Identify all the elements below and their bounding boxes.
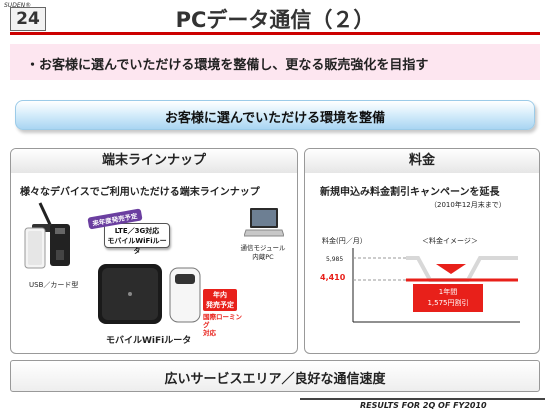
chart-y-label: 料金(円／月） [322, 237, 367, 245]
lte-callout-line1: LTE／3G対応 [114, 227, 160, 235]
pricing-subtitle: 新規申込み料金割引キャンペーンを延長 [320, 187, 500, 198]
pricing-title: 料金 [408, 153, 435, 168]
mobile-router-label: モバイルWiFiルータ [106, 336, 192, 346]
logo-text: SUDEN® [4, 2, 32, 9]
discount-line1: 1年間 [438, 288, 458, 296]
standard-price-line [406, 256, 518, 282]
notebook-pc-icon [244, 208, 284, 237]
within-year-tag: 年内 発売予定 [203, 289, 237, 311]
objective-text: ・お客様に選んでいただける環境を整備し、更なる販売強化を目指す [26, 54, 428, 73]
within-year-line1: 年内 [213, 291, 227, 299]
device-lineup-title: 端末ラインナップ [101, 153, 206, 168]
bullet: ・ [26, 58, 40, 73]
device-lineup-subtitle: 様々なデバイスでご利用いただける端末ラインナップ [20, 187, 260, 198]
usb-modem-icon [24, 202, 70, 269]
device-lineup-header: 端末ラインナップ [11, 149, 297, 173]
roaming-line1: 国際ローミング [203, 313, 242, 329]
tick-low: 4,410 [320, 273, 346, 282]
page-title: PCデータ通信（２） [175, 8, 375, 32]
notebook-label-line1: 通信モジュール [240, 244, 286, 252]
title-rule [10, 32, 540, 35]
usb-card-label: USB／カード型 [29, 281, 79, 289]
notebook-label: 通信モジュール 内蔵PC [238, 244, 288, 262]
coverage-text: 広いサービスエリア／良好な通信速度 [164, 372, 386, 387]
lte-callout-line2: モバイルWiFiルータ [107, 237, 167, 255]
discount-arrow [436, 264, 466, 274]
pricing-note: （2010年12月末まで） [430, 201, 506, 209]
objective-banner [10, 44, 540, 80]
discount-callout: 1年間 1,575円割引 [413, 284, 483, 312]
objective-label: お客様に選んでいただける環境を整備し、更なる販売強化を目指す [39, 58, 429, 73]
footer-rule [300, 398, 545, 400]
footer-text: RESULTS FOR 2Q OF FY2010 [360, 401, 487, 410]
tick-high: 5,985 [326, 256, 344, 263]
wifi-router-white-icon [169, 267, 201, 323]
chart-image-label: ＜料金イメージ＞ [422, 237, 478, 245]
price-chart [352, 248, 520, 323]
pricing-panel [304, 148, 540, 354]
lte-router-callout: LTE／3G対応 モバイルWiFiルータ [104, 223, 170, 255]
discount-line2: 1,575円割引 [427, 299, 469, 307]
roaming-line2: 対応 [203, 329, 216, 337]
notebook-label-line2: 内蔵PC [252, 253, 274, 261]
section-heading-pill [15, 100, 535, 130]
roaming-note: 国際ローミング 対応 [203, 313, 247, 337]
page-number: 24 [10, 7, 46, 31]
pricing-header: 料金 [305, 149, 539, 173]
coverage-banner [10, 360, 540, 392]
wifi-router-black-icon [98, 264, 162, 324]
within-year-line2: 発売予定 [206, 301, 234, 309]
section-heading: お客様に選んでいただける環境を整備 [164, 111, 386, 126]
